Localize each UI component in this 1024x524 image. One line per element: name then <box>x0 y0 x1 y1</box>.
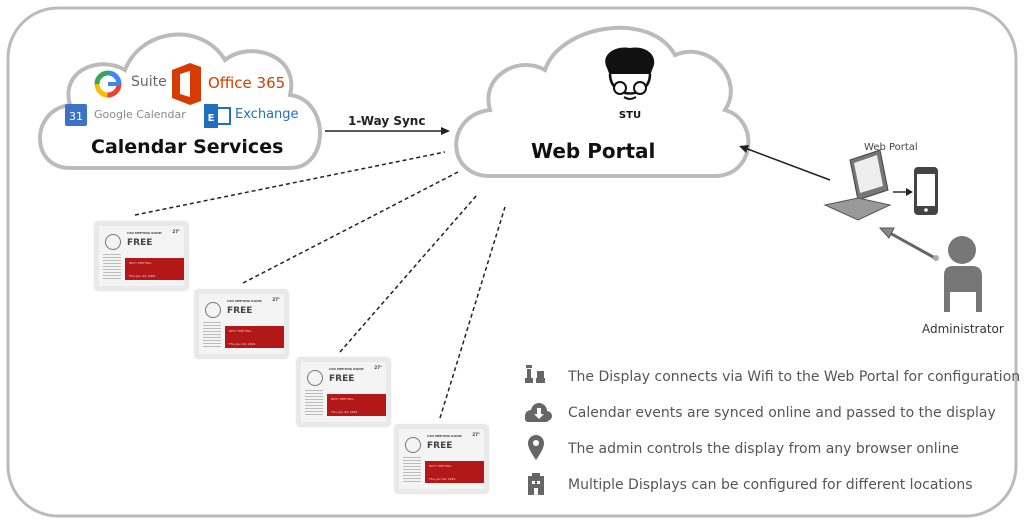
laptop-web-portal-label: Web Portal <box>864 142 918 153</box>
arrow-head <box>906 188 913 196</box>
office-icon <box>172 63 201 105</box>
web-portal-cloud <box>454 25 751 178</box>
display-connections <box>134 151 506 419</box>
feature-sync: Calendar events are synced online and pa… <box>568 405 996 421</box>
laptop-icon <box>823 149 892 221</box>
google-calendar-label: Google Calendar <box>94 108 186 121</box>
arrow-head <box>878 227 895 239</box>
arrow-head <box>739 145 749 153</box>
calendar-cloud <box>38 32 322 170</box>
admin-laptop-arrow <box>887 230 936 260</box>
avatar-label: STU <box>619 110 641 121</box>
office365-label: Office 365 <box>208 74 286 92</box>
google-calendar-icon <box>65 104 87 126</box>
feature-wifi: The Display connects via Wifi to the Web… <box>568 369 1021 385</box>
arrow-head <box>441 127 450 135</box>
calendar-services-title: Calendar Services <box>91 136 284 158</box>
exchange-icon: E <box>204 104 231 128</box>
map-pin-icon <box>528 435 544 460</box>
sync-label: 1-Way Sync <box>348 114 426 128</box>
google-calendar-day: 31 <box>69 110 83 123</box>
administrator-label: Administrator <box>922 322 1004 336</box>
administrator-icon <box>944 236 982 312</box>
svg-text:E: E <box>208 113 215 124</box>
exchange-label: Exchange <box>235 107 299 122</box>
google-g-icon <box>94 70 122 98</box>
building-icon <box>528 473 544 495</box>
stu-avatar-icon <box>605 47 655 100</box>
web-portal-title: Web Portal <box>531 139 656 163</box>
feature-multiple: Multiple Displays can be configured for … <box>568 477 973 493</box>
chess-icon <box>525 365 545 383</box>
gsuite-label: Suite <box>131 74 167 90</box>
admin-arrow <box>744 147 831 181</box>
feature-admin: The admin controls the display from any … <box>568 441 960 457</box>
cloud-download-icon <box>525 403 552 422</box>
phone-icon <box>914 167 938 215</box>
